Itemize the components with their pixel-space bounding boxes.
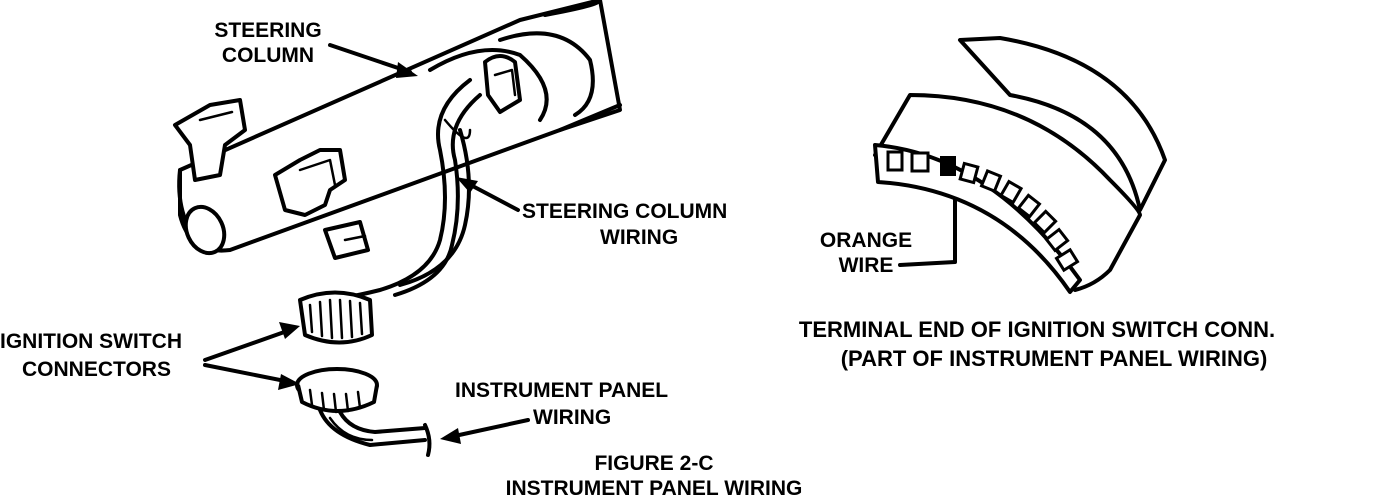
label-orange-wire: ORANGE WIRE	[820, 229, 912, 277]
svg-text:ORANGE: ORANGE	[820, 229, 912, 252]
svg-text:STEERING: STEERING	[214, 19, 321, 42]
label-terminal-end: TERMINAL END OF IGNITION SWITCH CONN. (P…	[799, 317, 1275, 371]
terminal-end-drawing	[873, 36, 1167, 294]
leader-arrows	[203, 43, 963, 444]
figure-caption: FIGURE 2-C INSTRUMENT PANEL WIRING	[506, 452, 803, 498]
svg-text:COLUMN: COLUMN	[222, 44, 314, 67]
svg-text:CONNECTORS: CONNECTORS	[22, 358, 171, 381]
svg-text:STEERING COLUMN: STEERING COLUMN	[522, 200, 727, 223]
svg-text:(PART OF INSTRUMENT PANEL WIRI: (PART OF INSTRUMENT PANEL WIRING)	[841, 346, 1268, 371]
figure-title: INSTRUMENT PANEL WIRING	[506, 477, 803, 498]
svg-text:WIRING: WIRING	[533, 406, 611, 429]
figure-number: FIGURE 2-C	[594, 452, 713, 475]
svg-text:WIRE: WIRE	[839, 254, 894, 277]
orange-wire-cavity	[940, 156, 956, 176]
svg-text:IGNITION SWITCH: IGNITION SWITCH	[0, 330, 182, 353]
label-steering-column-wiring: STEERING COLUMN WIRING	[522, 200, 727, 249]
upper-ignition-connector	[298, 290, 374, 345]
svg-text:TERMINAL END OF IGNITION SWITC: TERMINAL END OF IGNITION SWITCH CONN.	[799, 317, 1275, 342]
label-ignition-switch-connectors: IGNITION SWITCH CONNECTORS	[0, 330, 182, 381]
label-steering-column: STEERING COLUMN	[214, 19, 321, 67]
svg-text:INSTRUMENT PANEL: INSTRUMENT PANEL	[455, 379, 668, 402]
steering-column-harness	[318, 78, 482, 302]
steering-column-drawing	[173, 0, 622, 256]
label-instrument-panel-wiring: INSTRUMENT PANEL WIRING	[455, 379, 668, 429]
lower-ignition-connector	[295, 367, 432, 457]
svg-text:WIRING: WIRING	[600, 226, 678, 249]
